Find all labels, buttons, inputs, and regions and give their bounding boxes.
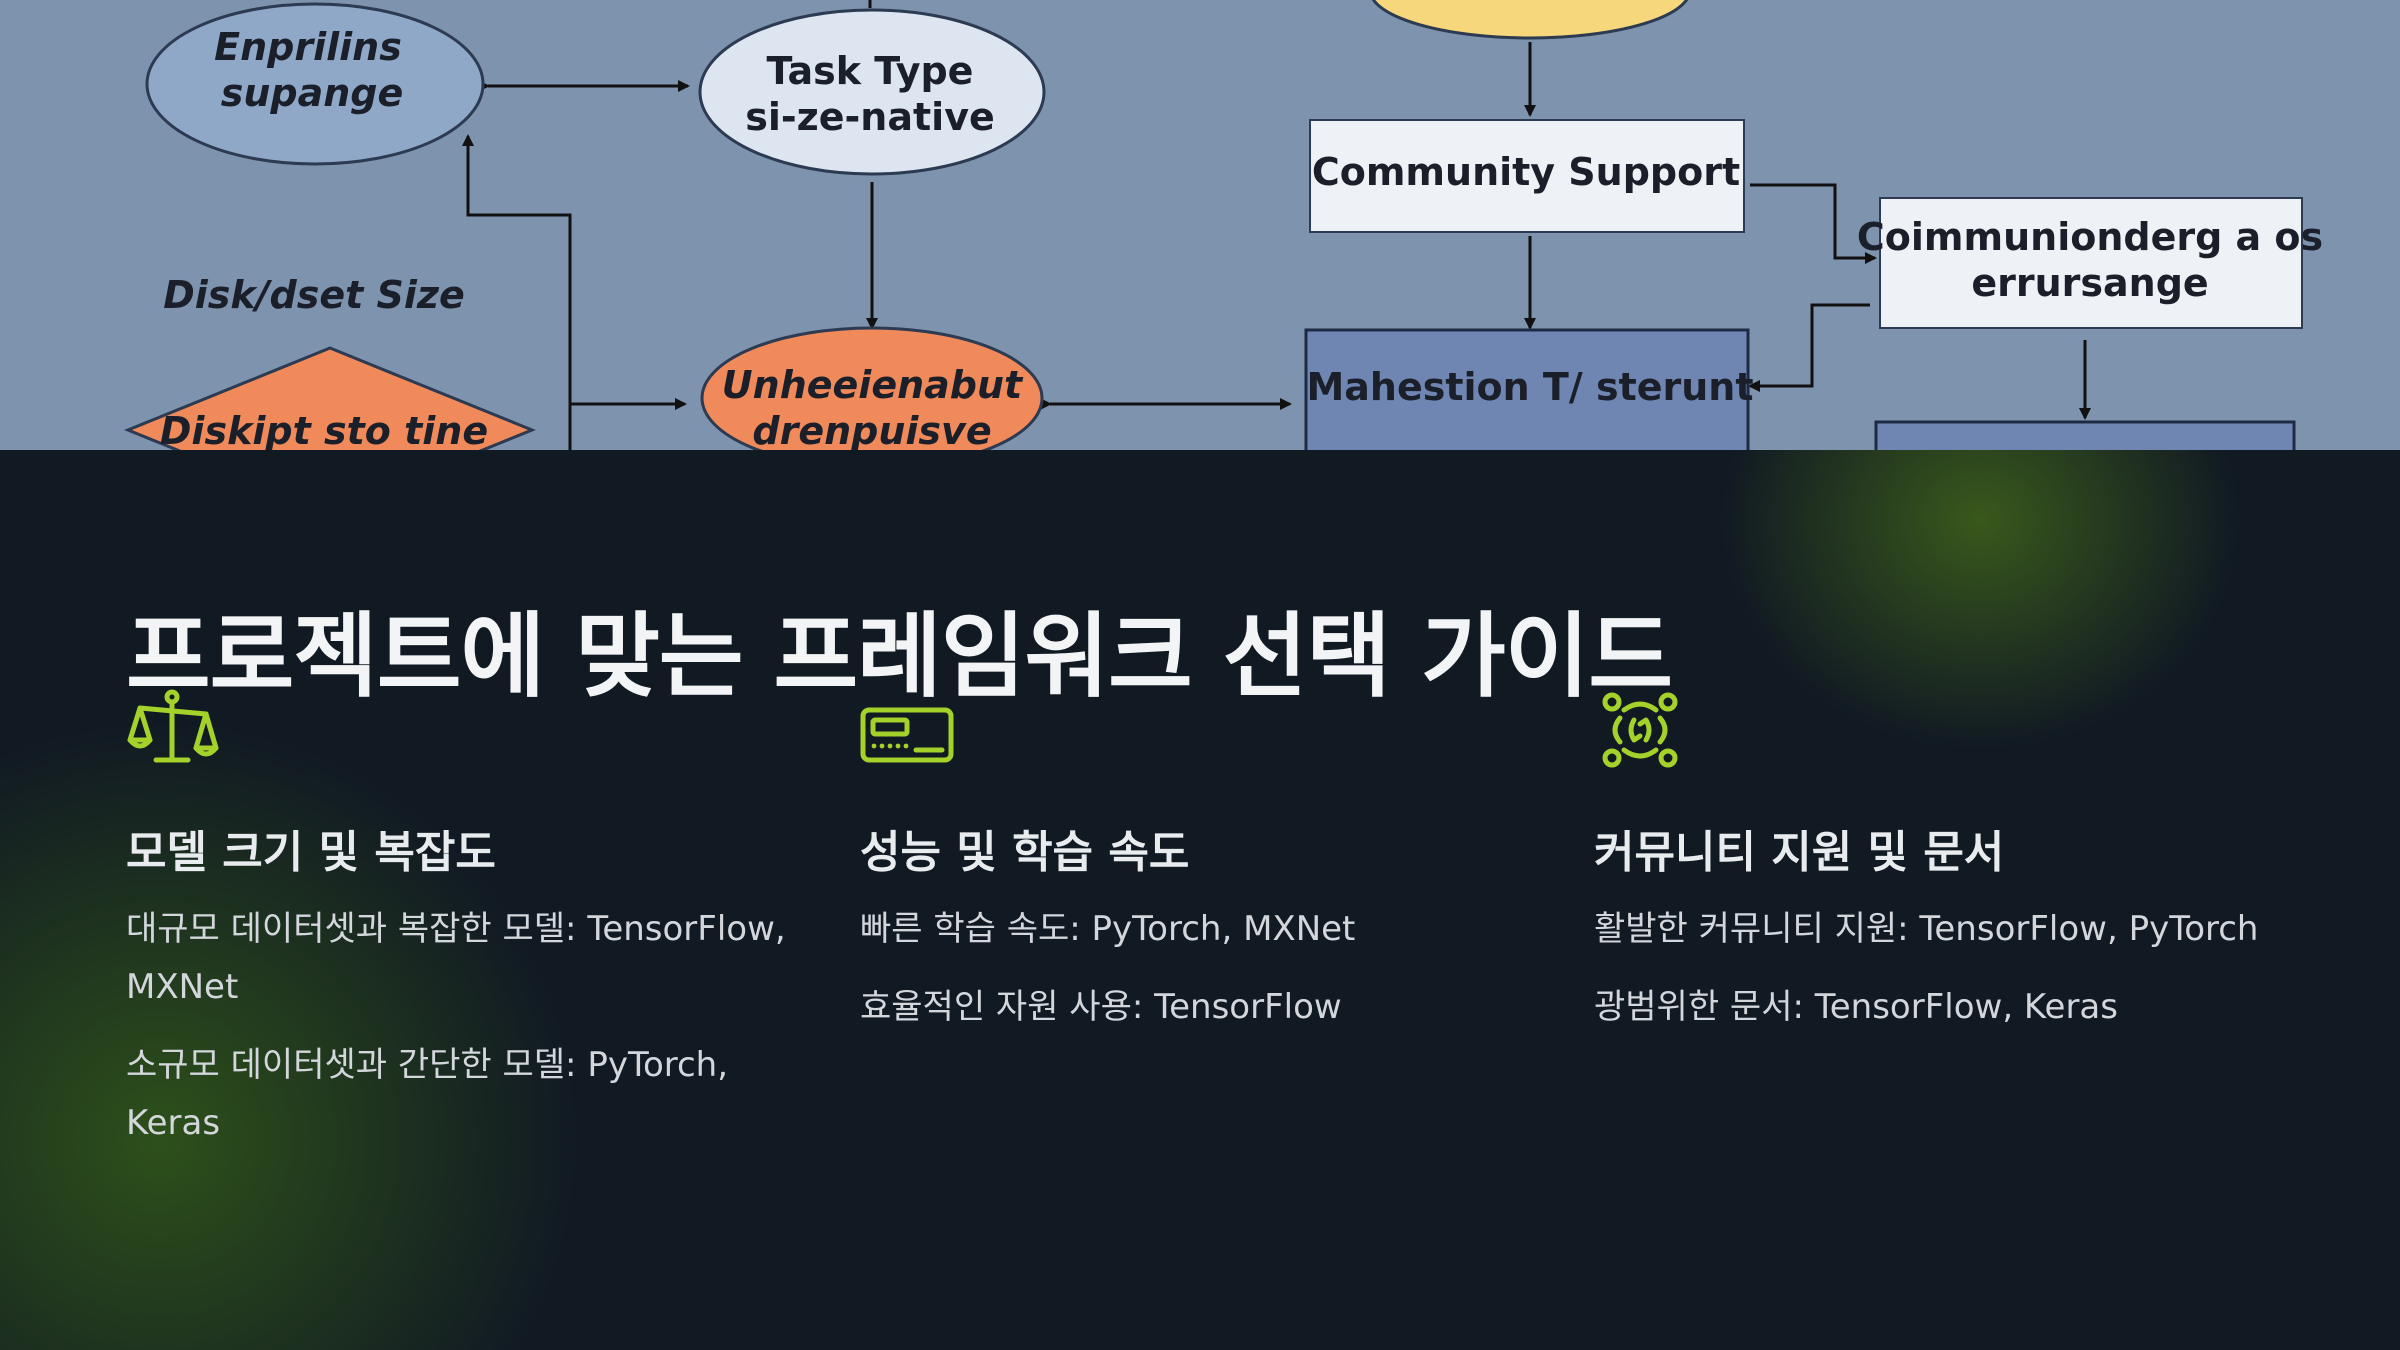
column-list: 대규모 데이터셋과 복잡한 모델: TensorFlow, MXNet 소규모 … <box>126 900 806 1152</box>
label-coimmunionder-1: Coimmunionderg a os <box>1857 215 2323 259</box>
node-community-support <box>1309 119 1745 233</box>
node-unheeienabut <box>700 326 1044 450</box>
label-unheeienabut-2: drenpuisve <box>752 409 991 450</box>
label-mahestion: Mahestion T/ sterunt <box>1306 365 1753 409</box>
node-enprilins <box>145 2 485 166</box>
label-unheeienabut-1: Unheeienabut <box>722 363 1024 407</box>
column-title: 커뮤니티 지원 및 문서 <box>1594 827 2005 878</box>
flowchart-illustration: Enprilins supange Task Type si-ze-native… <box>124 0 2323 450</box>
guide-column-model-size: 모델 크기 및 복잡도 대규모 데이터셋과 복잡한 모델: TensorFlow… <box>126 689 806 1172</box>
hero-diagram-image: Enprilins supange Task Type si-ze-native… <box>0 0 2400 450</box>
list-item: 대규모 데이터셋과 복잡한 모델: TensorFlow, MXNet <box>126 909 786 1007</box>
label-coimmunionder-2: errursange <box>1971 261 2208 305</box>
list-item: 활발한 커뮤니티 지원: TensorFlow, PyTorch <box>1594 909 2259 949</box>
label-diskipt: Diskipt sto tine <box>160 409 488 450</box>
node-task-type <box>698 8 1046 176</box>
label-community-support: Community Support <box>1312 150 1740 194</box>
label-enprilins-1: Enprilins <box>214 25 402 69</box>
column-list: 활발한 커뮤니티 지원: TensorFlow, PyTorch 광범위한 문서… <box>1594 900 2274 1036</box>
guide-column-performance: 성능 및 학습 속도 빠른 학습 속도: PyTorch, MXNet 효율적인… <box>860 707 1540 1056</box>
list-item: 소규모 데이터셋과 간단한 모델: PyTorch, Keras <box>126 1045 729 1143</box>
node-diskipt-diamond <box>124 346 536 450</box>
flowchart-nodes <box>124 0 2303 450</box>
list-item: 빠른 학습 속도: PyTorch, MXNet <box>860 909 1356 949</box>
community-cycle-icon <box>1602 692 1678 768</box>
flowchart-connectors <box>462 0 2091 450</box>
list-item: 효율적인 자원 사용: TensorFlow <box>860 987 1342 1027</box>
gpu-card-icon <box>860 707 954 763</box>
column-title: 성능 및 학습 속도 <box>860 827 1190 878</box>
label-disk-size: Disk/dset Size <box>163 273 465 317</box>
flowchart-labels: Enprilins supange Task Type si-ze-native… <box>160 25 2323 450</box>
label-enprilins-2: supange <box>221 71 404 115</box>
guide-column-community: 커뮤니티 지원 및 문서 활발한 커뮤니티 지원: TensorFlow, Py… <box>1594 692 2274 1056</box>
node-mahestion <box>1304 328 1750 450</box>
column-title: 모델 크기 및 복잡도 <box>126 827 496 878</box>
guide-section: 프로젝트에 맞는 프레임워크 선택 가이드 모델 크기 및 복잡도 대규모 데이… <box>0 450 2400 1350</box>
label-task-type-1: Task Type <box>767 49 974 93</box>
node-coimmunionder <box>1879 197 2303 329</box>
page-title: 프로젝트에 맞는 프레임워크 선택 가이드 <box>126 603 1673 710</box>
column-list: 빠른 학습 속도: PyTorch, MXNet 효율적인 자원 사용: Ten… <box>860 900 1540 1036</box>
node-yellow-top <box>1371 0 1689 40</box>
node-bottom-right <box>1874 420 2296 450</box>
list-item: 광범위한 문서: TensorFlow, Keras <box>1594 987 2118 1027</box>
label-task-type-2: si-ze-native <box>745 95 995 139</box>
scale-icon <box>127 689 219 763</box>
